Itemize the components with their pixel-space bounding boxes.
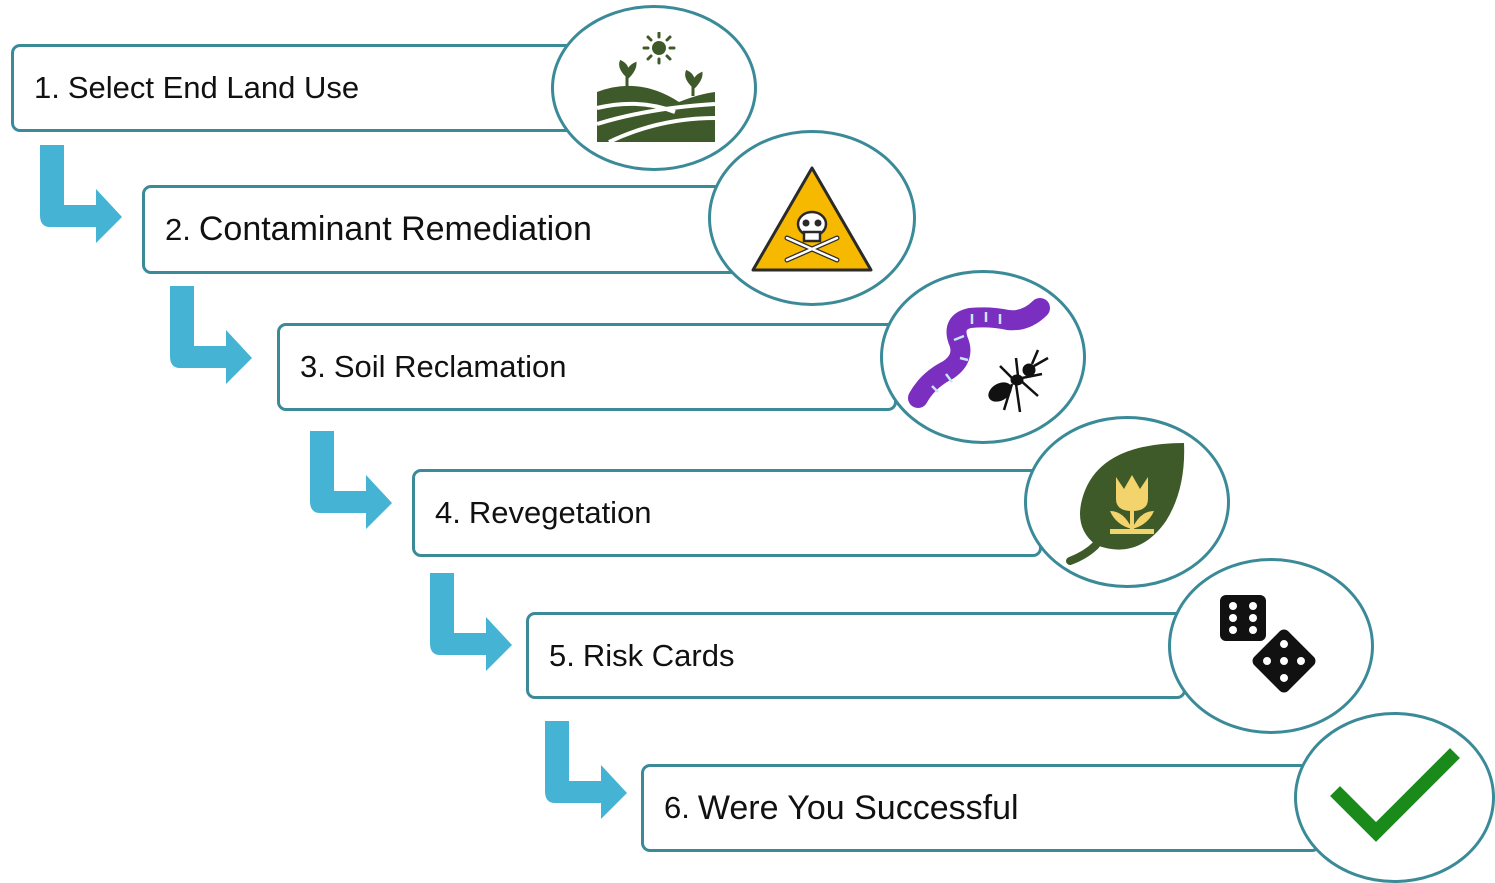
- step-5-circle: [1168, 558, 1374, 734]
- arrow-5-to-6: [545, 721, 627, 819]
- step-2-circle: [708, 130, 916, 306]
- step-1-circle: [551, 5, 757, 171]
- worm-and-ant-icon: [908, 298, 1050, 413]
- step-5-number: 5.: [549, 637, 575, 673]
- step-3-circle: [880, 270, 1086, 444]
- arrow-4-to-5: [430, 573, 512, 671]
- step-5-box: 5. Risk Cards: [526, 612, 1186, 699]
- arrow-3-to-4: [310, 431, 392, 529]
- step-1-box: 1. Select End Land Use: [11, 44, 585, 132]
- step-1-label: Select End Land Use: [67, 70, 360, 105]
- step-4-box: 4. Revegetation: [412, 469, 1042, 557]
- step-2-number: 2.: [165, 211, 191, 247]
- step-3-box: 3. Soil Reclamation: [277, 323, 897, 411]
- dice-icon: [1220, 595, 1316, 693]
- step-4-label: Revegetation: [468, 495, 652, 530]
- step-4-circle: [1024, 416, 1230, 588]
- step-1-number: 1.: [34, 70, 60, 105]
- toxic-warning-icon: [751, 166, 873, 272]
- step-4-number: 4.: [435, 495, 461, 530]
- leaf-tulip-icon: [1066, 443, 1185, 565]
- farm-landscape-icon: [596, 32, 716, 144]
- step-6-circle: [1294, 712, 1495, 883]
- step-3-number: 3.: [300, 349, 326, 384]
- arrow-2-to-3: [170, 286, 252, 384]
- arrow-1-to-2: [40, 145, 122, 243]
- step-3-label: Soil Reclamation: [333, 349, 567, 384]
- step-6-label: Were You Successful: [697, 788, 1019, 827]
- step-6-number: 6.: [664, 790, 690, 825]
- step-6-box: 6. Were You Successful: [641, 764, 1321, 852]
- checkmark-icon: [1329, 747, 1460, 842]
- step-5-label: Risk Cards: [582, 637, 735, 673]
- step-2-label: Contaminant Remediation: [198, 210, 592, 248]
- step-2-box: 2. Contaminant Remediation: [142, 185, 742, 274]
